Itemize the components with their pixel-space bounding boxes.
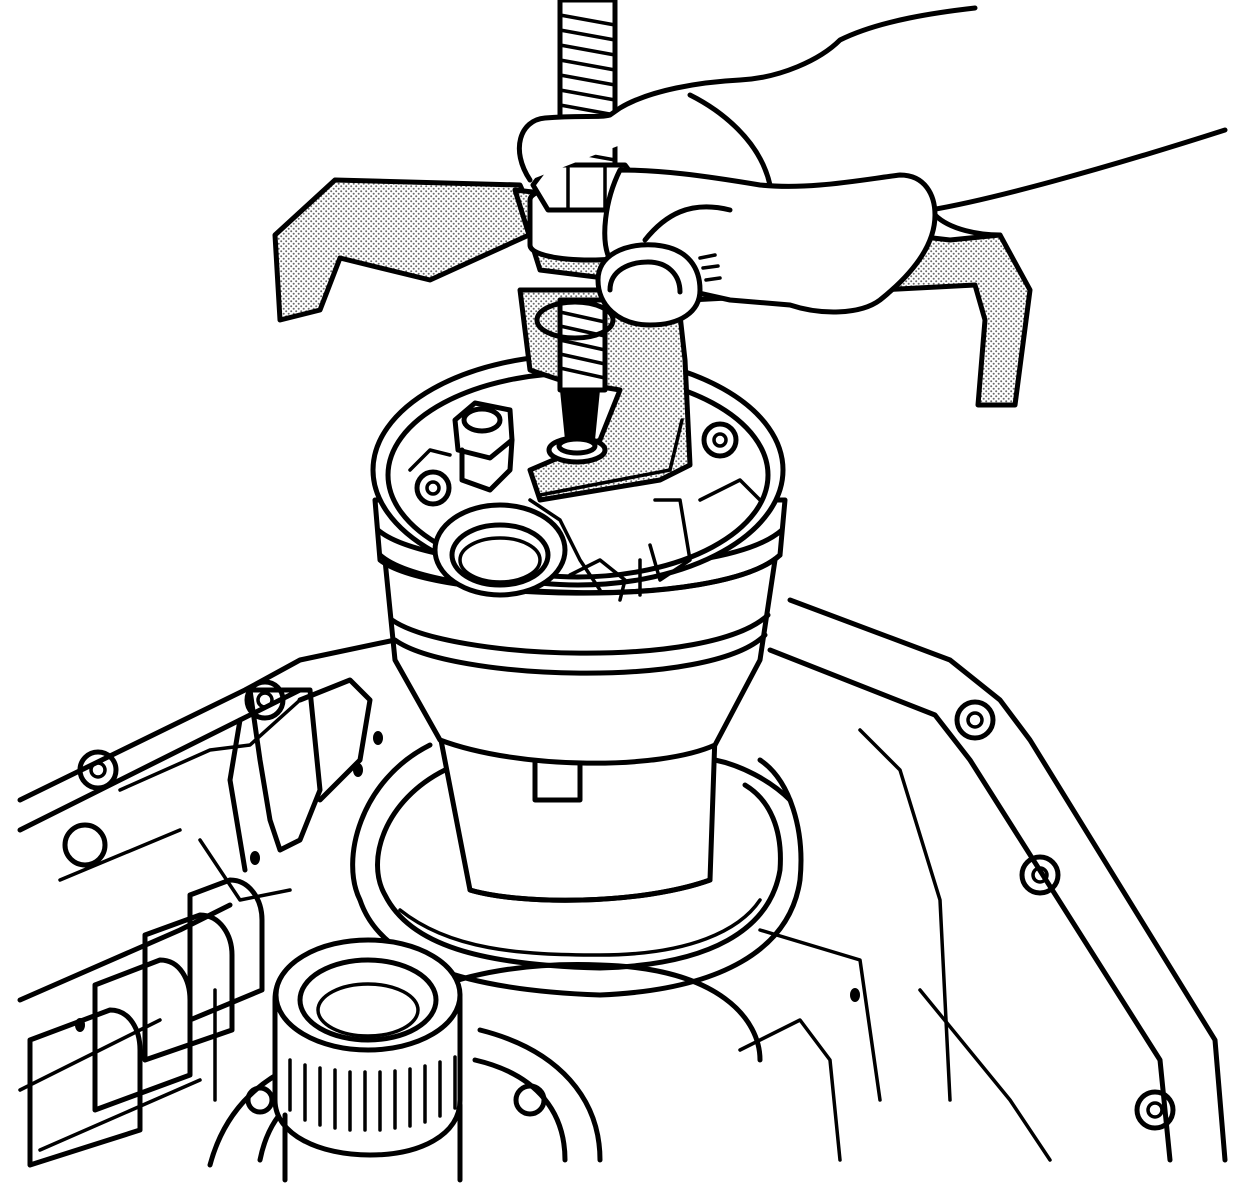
technician-hand bbox=[516, 5, 1228, 328]
accumulator-bores bbox=[27, 877, 265, 1168]
input-shaft bbox=[272, 937, 463, 1183]
transmission-case bbox=[17, 597, 1228, 1163]
